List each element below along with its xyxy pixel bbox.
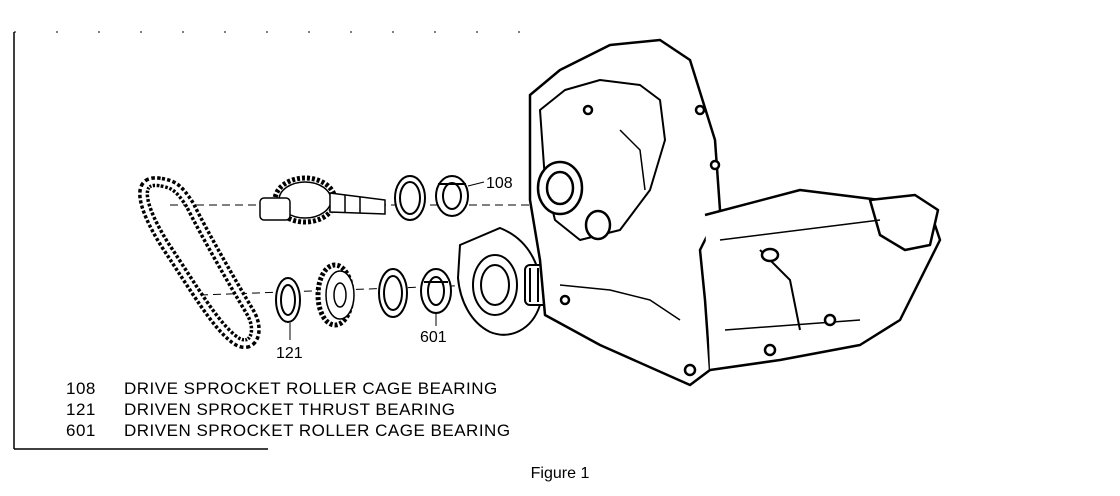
transmission-case: [528, 38, 942, 387]
legend-row: 121 DRIVEN SPROCKET THRUST BEARING: [66, 399, 511, 420]
figure-caption: Figure 1: [530, 465, 590, 482]
callout-601: 601: [420, 329, 447, 346]
legend-row: 601 DRIVEN SPROCKET ROLLER CAGE BEARING: [66, 420, 511, 441]
legend-number: 601: [66, 421, 96, 440]
legend-text: DRIVEN SPROCKET ROLLER CAGE BEARING: [124, 421, 511, 440]
driven-sprocket: [315, 262, 355, 328]
legend-number: 108: [66, 379, 96, 398]
legend-number: 121: [66, 400, 96, 419]
callout-108: 108: [486, 175, 513, 192]
figure-frame: [13, 31, 520, 450]
parts-legend: 108 DRIVE SPROCKET ROLLER CAGE BEARING 1…: [66, 378, 511, 441]
bearing-108: [435, 175, 469, 217]
driven-bearing-race: [378, 268, 408, 318]
callout-121: 121: [276, 345, 303, 362]
legend-row: 108 DRIVE SPROCKET ROLLER CAGE BEARING: [66, 378, 511, 399]
legend-text: DRIVE SPROCKET ROLLER CAGE BEARING: [124, 379, 498, 398]
bearing-601: [420, 268, 452, 314]
leader-108: [467, 181, 485, 187]
support-cover: [456, 226, 556, 336]
drive-sprocket: [259, 175, 386, 225]
drive-bearing-race: [394, 175, 426, 221]
legend-text: DRIVEN SPROCKET THRUST BEARING: [124, 400, 456, 419]
thrust-bearing-121: [275, 277, 301, 323]
drive-chain: [138, 176, 261, 350]
